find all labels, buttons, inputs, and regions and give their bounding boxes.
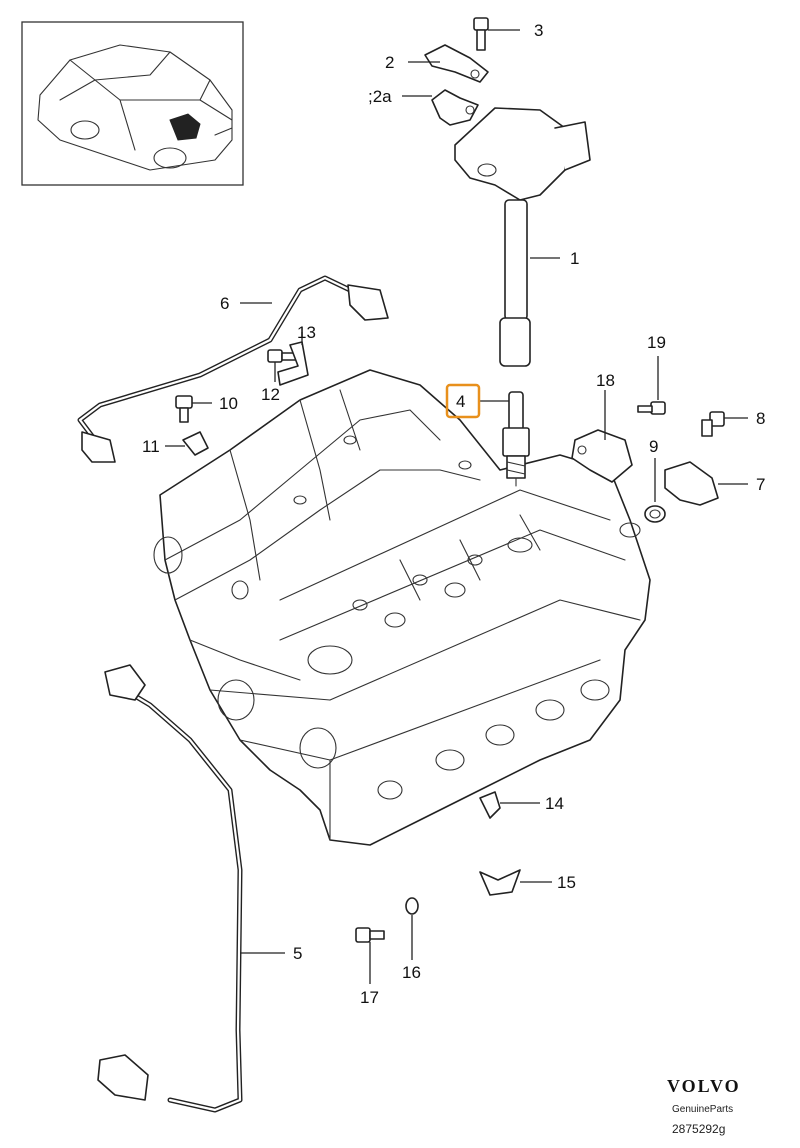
callout-19[interactable]: 19 — [647, 333, 666, 352]
callout-5[interactable]: 5 — [293, 944, 302, 963]
clip-14 — [479, 791, 501, 819]
callout-2a[interactable]: ;2a — [368, 87, 392, 106]
bolt-10 — [175, 395, 193, 423]
sealing-ring-9 — [644, 505, 666, 523]
coil-bracket — [424, 44, 489, 83]
callout-10[interactable]: 10 — [219, 394, 238, 413]
callout-2[interactable]: 2 — [385, 53, 394, 72]
bolt-19 — [637, 401, 666, 415]
callout-9[interactable]: 9 — [649, 437, 658, 456]
callout-7[interactable]: 7 — [756, 475, 765, 494]
bolt-3 — [473, 17, 489, 51]
callout-1[interactable]: 1 — [570, 249, 579, 268]
bolt-12 — [267, 349, 297, 363]
spark-plug — [502, 391, 530, 487]
clip-11 — [182, 431, 209, 456]
sensor-cable-5 — [97, 664, 243, 1113]
callout-8[interactable]: 8 — [756, 409, 765, 428]
sensor-18 — [571, 429, 633, 483]
callout-labels: 3 2 ;2a 1 4 6 13 12 10 11 19 18 8 9 7 14… — [142, 21, 765, 1007]
highlight-box-part-4 — [445, 383, 481, 419]
callout-6[interactable]: 6 — [220, 294, 229, 313]
callout-13[interactable]: 13 — [297, 323, 316, 342]
clip-15 — [479, 869, 521, 896]
callout-14[interactable]: 14 — [545, 794, 564, 813]
brand-logo: VOLVO — [667, 1076, 741, 1096]
bolt-8 — [701, 411, 725, 437]
callout-3[interactable]: 3 — [534, 21, 543, 40]
callout-16[interactable]: 16 — [402, 963, 421, 982]
bracket-13 — [277, 341, 309, 386]
callout-12[interactable]: 12 — [261, 385, 280, 404]
callout-18[interactable]: 18 — [596, 371, 615, 390]
sensor-7 — [664, 461, 719, 506]
engine-head-assembly — [153, 369, 651, 846]
brand-tagline: GenuineParts — [672, 1104, 734, 1115]
callout-11[interactable]: 11 — [142, 437, 160, 456]
callout-4[interactable]: 4 — [456, 392, 465, 411]
diagram-code: 2875292g — [672, 1122, 726, 1136]
sensor-cable-6 — [77, 275, 389, 463]
leader-lines — [165, 29, 748, 984]
washer-16 — [405, 897, 419, 915]
car-overview-inset — [21, 21, 244, 186]
bolt-17 — [355, 927, 385, 943]
callout-17[interactable]: 17 — [360, 988, 379, 1007]
callout-15[interactable]: 15 — [557, 873, 576, 892]
ignition-coil — [454, 107, 591, 367]
coil-bracket-alt — [431, 89, 479, 126]
